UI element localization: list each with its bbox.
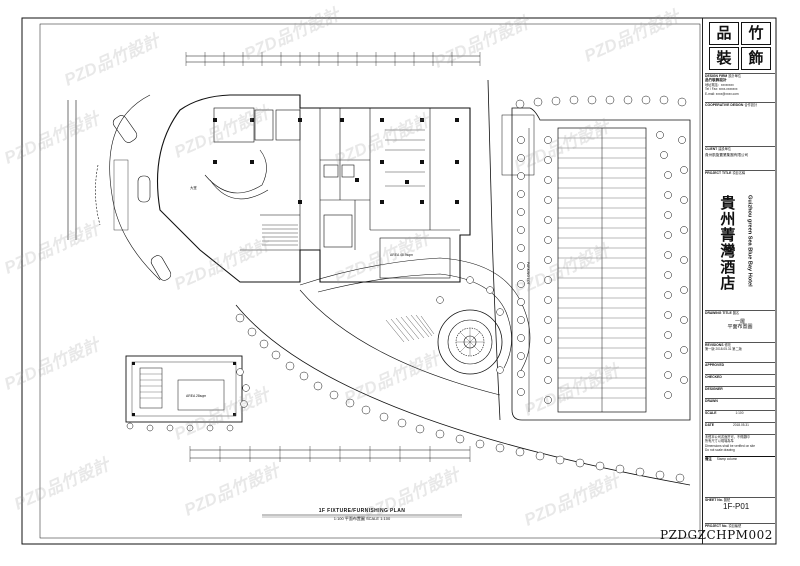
approved-label: APPROVED [705, 363, 725, 367]
note-line: 未經本公司書面許可，不得翻印 [705, 435, 750, 439]
scale-value: 1:100 [735, 411, 744, 415]
designer-row: DESIGNER [705, 386, 775, 397]
checked-label: CHECKED [705, 375, 722, 379]
drawn-row: DRAWN [705, 398, 775, 409]
project-no-cn: 項目編號 [728, 524, 742, 528]
client-label: CLIENT [705, 147, 718, 151]
date-row: DATE 2018.05.31 [705, 422, 775, 433]
client-cn: 建設單位 [718, 147, 731, 151]
date-label: DATE [705, 423, 714, 427]
firm-line: Tel / Fax: xxxx-xxxxxxx [705, 87, 738, 92]
parking-label: PARKING LOT [526, 262, 530, 285]
lobby-label: 大堂 [190, 186, 197, 190]
note-line: Do not scale drawing [705, 448, 735, 453]
sheet-cn: 圖號 [723, 498, 731, 502]
project-title-en: Guizhou green Sea Blue Bay Hotel [746, 195, 753, 287]
drawing-title-line2: 平面布置圖 [727, 323, 753, 330]
designer-label: DESIGNER [705, 387, 723, 391]
revisions-section: REVISIONS 修改 第一版 2018.05.31 第二版 [705, 342, 775, 361]
sheet-number: 1F-P01 [723, 502, 750, 511]
project-title-cn: 貴州菁灣酒店 [718, 195, 737, 291]
firm-logo: 品 竹 裝 飾 [709, 22, 771, 70]
drawing-title-section: DRAWING TITLE 圖名 一層 平面布置圖 [705, 310, 775, 341]
notes-section: 未經本公司書面許可，不得翻印 所有尺寸以現場為準 Dimensions shal… [705, 434, 775, 457]
remarks-label: 備注 [705, 457, 712, 461]
project-title: 貴州菁灣酒店 Guizhou green Sea Blue Bay Hotel [718, 195, 763, 305]
design-firm-cn: 設計單位 [728, 74, 741, 78]
logo-char: 飾 [741, 47, 771, 70]
coop-cn: 合作設計 [744, 103, 758, 107]
plan-title: 1F FIXTURE/FURNISHING PLAN [318, 508, 406, 514]
client-name: 貴州凱旋置業集團有限公司 [705, 153, 749, 158]
scale-row: SCALE 1:100 [705, 410, 775, 421]
drawing-label: DRAWING TITLE [705, 311, 732, 315]
approved-row: APPROVED [705, 362, 775, 373]
revisions-label: REVISIONS [705, 343, 724, 347]
checked-row: CHECKED [705, 374, 775, 385]
project-cn: 項目名稱 [732, 171, 746, 175]
title-block: 品 竹 裝 飾 DESIGN FIRM 設計單位 品竹裝飾設計 地址電話：xxx… [702, 18, 777, 544]
drawn-label: DRAWN [705, 399, 718, 403]
logo-char: 竹 [741, 22, 771, 45]
design-firm-section: DESIGN FIRM 設計單位 品竹裝飾設計 地址電話：xxxxxxxx Te… [705, 73, 775, 100]
project-no-section: PROJECT No. 項目編號 [705, 523, 775, 532]
plan-subtitle: 1:100 平面布置圖 SCALE 1:100 [333, 516, 391, 521]
design-firm-label: DESIGN FIRM [705, 74, 728, 78]
firm-line: E-mail: xxxx@xxxx.com [705, 91, 739, 96]
logo-char: 品 [709, 22, 739, 45]
sheet-number-section: SHEET No. 圖號 1F-P01 [705, 497, 775, 524]
coop-section: COOPERATIVE DESIGN 合作設計 [705, 102, 775, 143]
area-label-main: AREA 48.9sqm [390, 253, 413, 257]
area-label-basement: AREA 28sqm [186, 394, 207, 398]
logo-char: 裝 [709, 47, 739, 70]
firm-name: 品竹裝飾設計 [705, 78, 727, 83]
note-line: 所有尺寸以現場為準 [705, 439, 734, 444]
project-no-label: PROJECT No. [705, 524, 728, 528]
remarks-section: 備注 Stamp column [705, 456, 775, 497]
firm-line: 地址電話：xxxxxxxx [705, 82, 734, 87]
sheet-label: SHEET No. [705, 498, 723, 502]
scale-label: SCALE [705, 411, 717, 415]
note-line: Dimensions shall be verified on site [705, 443, 755, 448]
project-section: PROJECT TITLE 項目名稱 [705, 170, 775, 191]
revision-entry: 第一版 2018.05.31 第二版 [705, 347, 742, 352]
plan-title-block: 1F FIXTURE/FURNISHING PLAN 1:100 平面布置圖 S… [262, 508, 462, 522]
drawing-cn: 圖名 [732, 311, 740, 315]
document-id: PZDGZCHPM002 [660, 528, 773, 542]
date-value: 2018.05.31 [732, 423, 749, 427]
drawing-title-line1: 一層 [734, 319, 745, 326]
project-label: PROJECT TITLE [705, 171, 732, 175]
remarks-value: Stamp column [716, 457, 738, 461]
coop-label: COOPERATIVE DESIGN [705, 103, 744, 107]
client-section: CLIENT 建設單位 貴州凱旋置業集團有限公司 [705, 146, 775, 167]
revisions-cn: 修改 [724, 343, 731, 347]
